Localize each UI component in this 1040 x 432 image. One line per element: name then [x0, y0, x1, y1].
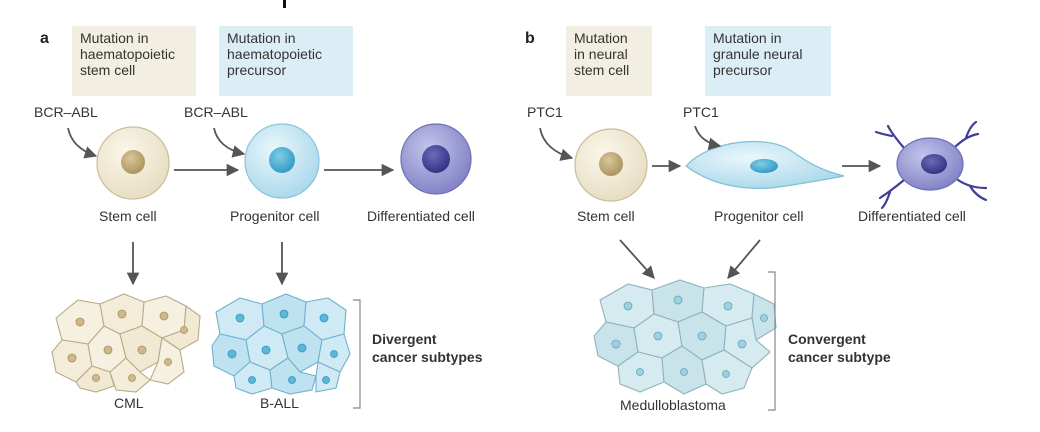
panel-b-stem-cell-label: Stem cell: [577, 208, 635, 224]
panel-a-stem-cell-label: Stem cell: [99, 208, 157, 224]
panel-b-progenitor-cell-label: Progenitor cell: [714, 208, 804, 224]
panel-a-stem-cell: [96, 126, 170, 200]
panel-b-mutation-label-2: PTC1: [683, 104, 719, 120]
panel-a-mutation-label-1: BCR–ABL: [34, 104, 98, 120]
b-all-cell-cluster: [211, 293, 351, 395]
medulloblastoma-cell-cluster: [593, 279, 777, 395]
arrow-bcr-abl-to-stem: [67, 127, 98, 159]
top-bar: [0, 0, 1040, 26]
panel-b-stem-mutation-box: Mutation in neural stem cell: [566, 26, 652, 96]
convergent-subtype-label: Convergent cancer subtype: [788, 331, 891, 365]
divergent-subtype-label: Divergent cancer subtypes: [372, 331, 483, 365]
panel-a-differentiated-cell: [400, 123, 472, 195]
panel-a-stem-mutation-box: Mutation in haematopoietic stem cell: [72, 26, 196, 96]
panel-b-precursor-mutation-box: Mutation in granule neural precursor: [705, 26, 831, 96]
arrow-progenitor-to-medulloblastoma: [727, 239, 761, 279]
panel-a-precursor-mutation-box: Mutation in haematopoietic precursor: [219, 26, 353, 96]
panel-a-letter: a: [40, 30, 49, 47]
panel-b-differentiated-cell: [874, 120, 988, 210]
bracket-divergent: [353, 299, 361, 409]
cml-cell-cluster: [51, 293, 201, 393]
panel-a-differentiated-cell-label: Differentiated cell: [367, 208, 475, 224]
cropped-fragment: [283, 0, 298, 8]
b-all-label: B-ALL: [260, 395, 299, 411]
arrow-stem-to-medulloblastoma: [619, 239, 655, 279]
arrow-ptc1-to-progenitor: [694, 125, 722, 150]
panel-b-progenitor-cell: [685, 140, 845, 189]
bracket-convergent: [768, 271, 776, 411]
panel-b-mutation-label-1: PTC1: [527, 104, 563, 120]
panel-b-stem-cell: [574, 128, 648, 202]
panel-a-progenitor-cell: [244, 123, 320, 199]
medulloblastoma-label: Medulloblastoma: [620, 397, 726, 413]
arrow-ptc1-to-stem: [539, 127, 574, 161]
panel-b-letter: b: [525, 30, 535, 47]
arrow-bcr-abl-to-progenitor: [213, 127, 246, 158]
panel-b-differentiated-cell-label: Differentiated cell: [858, 208, 966, 224]
panel-a-mutation-label-2: BCR–ABL: [184, 104, 248, 120]
cml-label: CML: [114, 395, 144, 411]
panel-a-progenitor-cell-label: Progenitor cell: [230, 208, 320, 224]
